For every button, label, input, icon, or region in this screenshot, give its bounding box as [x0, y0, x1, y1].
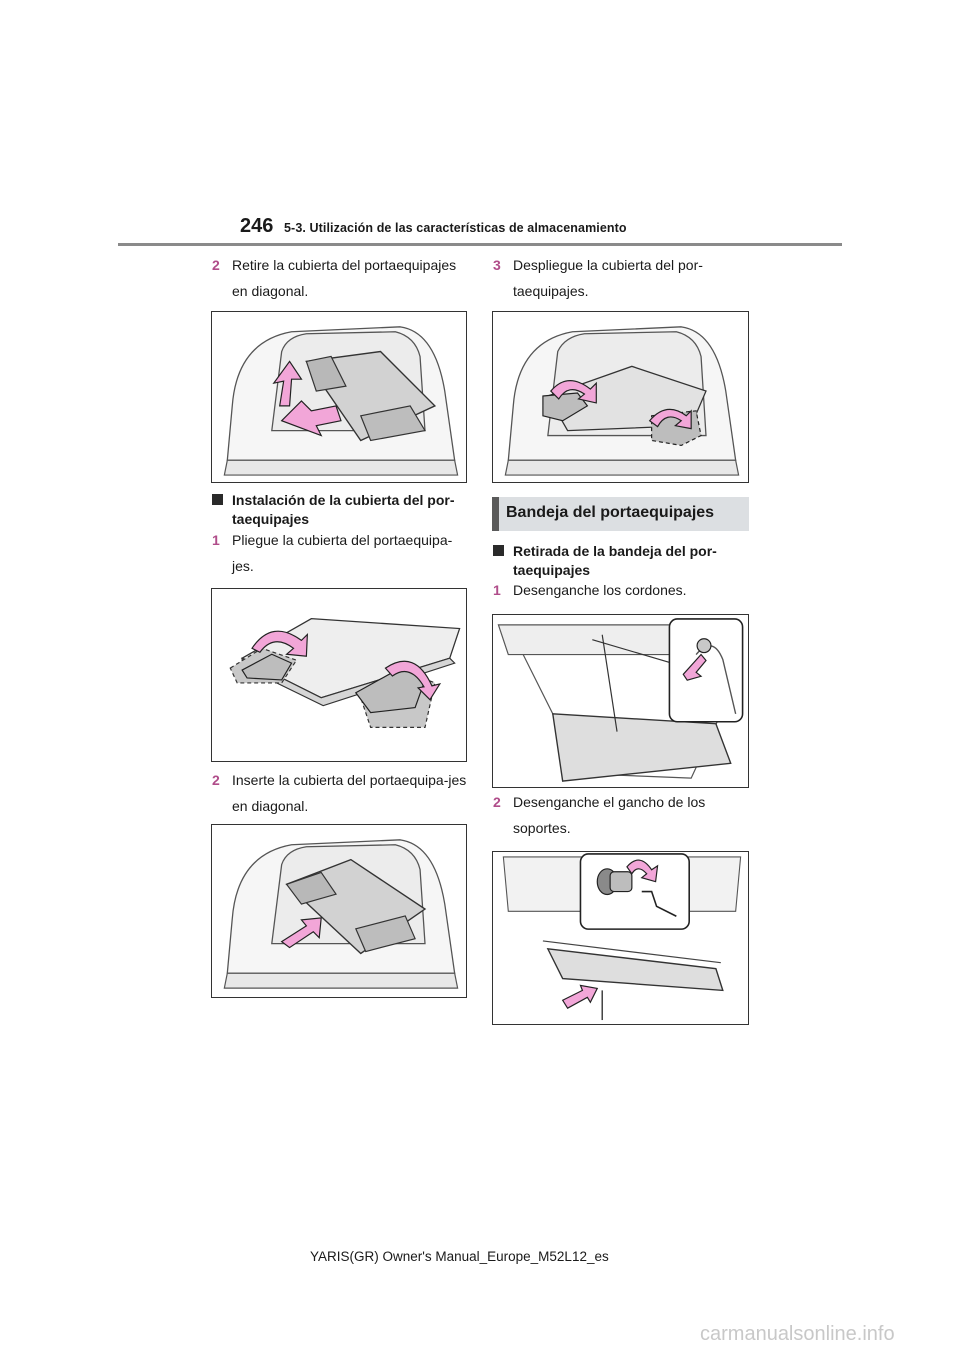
illustration-unhook-supports [492, 851, 749, 1025]
subheading-install-cover: Instalación de la cubierta del por-taequ… [212, 491, 474, 529]
section-banner: Bandeja del portaequipajes [492, 497, 749, 531]
subheading-remove-tray: Retirada de la bandeja del por-taequipaj… [493, 542, 755, 580]
step-text: Pliegue la cubierta del portaequipa-jes. [232, 532, 453, 574]
step-unhook-cords: 1 Desenganche los cordones. [493, 577, 755, 603]
step-unhook-supports: 2 Desenganche el gancho de los soportes. [493, 789, 755, 841]
illustration-insert-cover [211, 824, 467, 998]
step-number: 1 [493, 582, 501, 598]
section-title: 5-3. Utilización de las características … [284, 221, 627, 235]
illustration-unhook-cords [492, 614, 749, 788]
step-number: 2 [212, 257, 220, 273]
footer-text: YARIS(GR) Owner's Manual_Europe_M52L12_e… [310, 1249, 609, 1264]
step-fold-cover: 1 Pliegue la cubierta del portaequipa-je… [212, 527, 472, 579]
step-number: 2 [212, 772, 220, 788]
step-number: 2 [493, 794, 501, 810]
subheading-text: Instalación de la cubierta del por-taequ… [232, 492, 455, 527]
step-unfold-cover: 3 Despliegue la cubierta del por-taequip… [493, 252, 755, 304]
illustration-remove-cover [211, 311, 467, 483]
step-number: 3 [493, 257, 501, 273]
subheading-text: Retirada de la bandeja del por-taequipaj… [513, 543, 717, 578]
step-insert-diagonal: 2 Inserte la cubierta del portaequipa-je… [212, 767, 472, 819]
step-text: Retire la cubierta del portaequipajes en… [232, 257, 457, 299]
header-rule [118, 243, 842, 246]
step-remove-diagonal: 2 Retire la cubierta del portaequipajes … [212, 252, 472, 304]
banner-bar [492, 497, 499, 531]
banner-title: Bandeja del portaequipajes [506, 504, 715, 521]
page-number: 246 [240, 215, 274, 237]
bullet-square [493, 545, 504, 556]
illustration-unfold-cover [492, 311, 749, 483]
step-text: Desenganche los cordones. [513, 582, 687, 598]
step-text: Despliegue la cubierta del por-taequipaj… [513, 257, 703, 299]
watermark: carmanualsonline.info [700, 1323, 895, 1345]
step-text: Inserte la cubierta del portaequipa-jes … [232, 772, 467, 814]
bullet-square [212, 494, 223, 505]
illustration-fold-cover [211, 588, 467, 762]
step-text: Desenganche el gancho de los soportes. [513, 794, 706, 836]
step-number: 1 [212, 532, 220, 548]
